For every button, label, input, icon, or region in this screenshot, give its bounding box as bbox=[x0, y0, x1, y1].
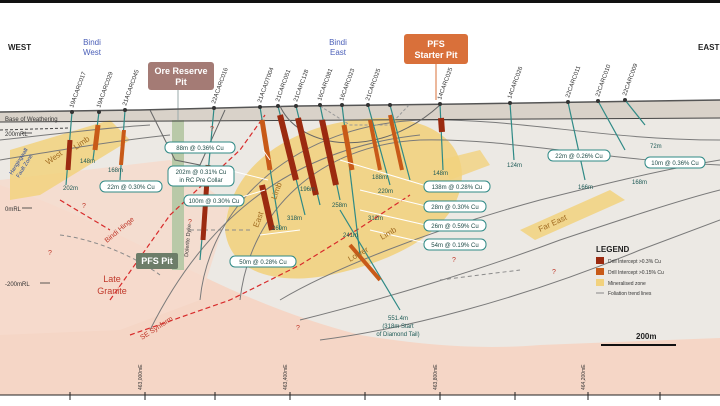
easting-label: 463,400mE bbox=[283, 364, 289, 390]
depth-label: 72m bbox=[650, 144, 662, 150]
drill-collars bbox=[70, 98, 627, 114]
weathered-zone bbox=[0, 100, 720, 122]
legend-item: Drill Intercept >0.3% Cu bbox=[608, 259, 661, 265]
depth-label: 148m bbox=[433, 171, 448, 177]
depth-label: 258m bbox=[332, 203, 347, 209]
svg-text:?: ? bbox=[452, 257, 456, 264]
svg-text:?: ? bbox=[188, 219, 192, 226]
depth-label: 241m bbox=[343, 233, 358, 239]
legend-item: Foliation trend lines bbox=[608, 291, 652, 297]
depth-label: 168m bbox=[108, 168, 123, 174]
intercept-label: 54m @ 0.19% Cu bbox=[431, 243, 478, 249]
mineralised-zone-main bbox=[225, 118, 462, 279]
depth-label: 148m bbox=[80, 159, 95, 165]
pfs-pit-box bbox=[136, 253, 178, 269]
intercept-label: 138m @ 0.28% Cu bbox=[432, 185, 483, 191]
depth-label: 318m bbox=[287, 216, 302, 222]
surface-line bbox=[0, 99, 720, 113]
svg-text:?: ? bbox=[48, 250, 52, 257]
svg-text:?: ? bbox=[552, 269, 556, 276]
dolerite-dyke-label: Dolerite Dyke bbox=[184, 224, 193, 257]
bindi-west-line2: West bbox=[83, 48, 102, 57]
svg-text:?: ? bbox=[296, 325, 300, 332]
intercept-label: 88m @ 0.36% Cu bbox=[176, 146, 223, 152]
pfs-starter-line1: PFS bbox=[427, 39, 445, 49]
diamond-tail-line: (318m Start bbox=[382, 324, 414, 330]
easting-label: 463,800mE bbox=[433, 364, 439, 390]
intercept-label: 28m @ 0.30% Cu bbox=[431, 205, 478, 211]
late-granite-zone bbox=[0, 185, 720, 395]
base-weathering-label: Base of Weathering bbox=[5, 117, 58, 123]
bindi-east-line1: Bindi bbox=[329, 38, 347, 47]
top-border bbox=[0, 0, 720, 3]
diamond-tail-line: of Diamond Tail) bbox=[376, 332, 419, 338]
legend: LEGEND Drill Intercept >0.3% Cu Drill In… bbox=[596, 245, 664, 297]
easting-ticks bbox=[69, 392, 661, 400]
intercept-note: in RC Pre Collar bbox=[179, 178, 222, 184]
diamond-tail-line: 551.4m bbox=[388, 316, 408, 322]
intercept-label: 26m @ 0.59% Cu bbox=[431, 224, 478, 230]
intercept-label: 22m @ 0.26% Cu bbox=[555, 154, 602, 160]
rl0-label: 0mRL bbox=[5, 207, 22, 213]
pfs-starter-line2: Starter Pit bbox=[414, 50, 457, 60]
depth-labels: 202m 148m 168m 196m 318m 260m 258m 188m … bbox=[63, 144, 662, 239]
depth-label: 196m bbox=[300, 187, 315, 193]
bindi-west-line1: Bindi bbox=[83, 38, 101, 47]
ore-reserve-line1: Ore Reserve bbox=[154, 66, 207, 76]
ore-reserve-pit-box bbox=[148, 62, 214, 90]
easting-label: 464,200mE bbox=[581, 364, 587, 390]
east-label: EAST bbox=[698, 43, 719, 52]
easting-labels: 463,000mE 463,400mE 463,800mE 464,200mE bbox=[138, 364, 587, 390]
leader-lines bbox=[231, 149, 431, 245]
svg-text:?: ? bbox=[210, 126, 214, 133]
depth-label: 166m bbox=[578, 185, 593, 191]
ore-reserve-pit-outline bbox=[149, 109, 226, 166]
depth-label: 124m bbox=[507, 163, 522, 169]
bindi-east-line2: East bbox=[330, 48, 347, 57]
intercept-label: 22m @ 0.30% Cu bbox=[107, 185, 154, 191]
legend-title: LEGEND bbox=[596, 245, 630, 254]
depth-label: 220m bbox=[378, 189, 393, 195]
legend-item: Drill Intercept >0.15% Cu bbox=[608, 270, 664, 276]
west-label: WEST bbox=[8, 43, 31, 52]
legend-item: Mineralised zone bbox=[608, 281, 646, 287]
intercept-label: 100m @ 0.30% Cu bbox=[189, 199, 240, 205]
depth-label: 312m bbox=[368, 216, 383, 222]
ore-reserve-line2: Pit bbox=[175, 77, 187, 87]
rlneg200-label: -200mRL bbox=[5, 282, 30, 288]
pfs-starter-pit-box bbox=[404, 34, 468, 64]
mineralised-zone-far-east bbox=[520, 190, 625, 240]
scale-bar-label: 200m bbox=[636, 332, 656, 341]
base-weathering-line bbox=[0, 117, 720, 123]
depth-label: 188m bbox=[372, 175, 387, 181]
depth-label: 260m bbox=[272, 226, 287, 232]
diamond-tail-label: 551.4m (318m Start of Diamond Tail) bbox=[376, 316, 419, 338]
depth-label: 202m bbox=[63, 186, 78, 192]
rl200-label: 200mRL bbox=[5, 132, 28, 138]
late-granite-line2: Granite bbox=[97, 286, 127, 296]
intercept-callouts: 88m @ 0.36% Cu 202m @ 0.31% Cu in RC Pre… bbox=[99, 141, 706, 268]
easting-label: 463,000mE bbox=[138, 364, 144, 390]
question-marks: ? ? ? ? ? ? ? bbox=[48, 126, 556, 332]
dolerite-dyke bbox=[172, 120, 184, 270]
late-granite-line1: Late bbox=[103, 274, 121, 284]
drill-intercepts bbox=[65, 114, 445, 282]
intercept-label: 10m @ 0.36% Cu bbox=[651, 161, 698, 167]
intercept-label: 202m @ 0.31% Cu bbox=[176, 170, 227, 176]
depth-label: 168m bbox=[632, 180, 647, 186]
pfs-pit-label: PFS Pit bbox=[141, 256, 173, 266]
svg-text:?: ? bbox=[82, 203, 86, 210]
intercept-label: 50m @ 0.28% Cu bbox=[239, 260, 286, 266]
